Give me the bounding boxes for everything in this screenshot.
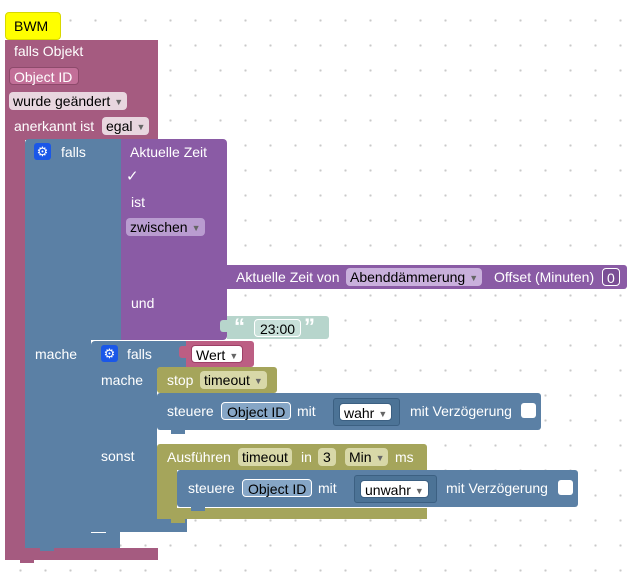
quote-open-icon: “ [234, 314, 245, 339]
control-true-tab [171, 429, 185, 434]
variable-connector [179, 346, 187, 358]
control-false-with-label: mit [318, 480, 337, 496]
time-compare-block[interactable] [121, 139, 227, 340]
text-value-field[interactable]: 23:00 [254, 319, 302, 337]
astro-event-text: Abenddämmerung [350, 269, 466, 285]
control-false-label: steuere [188, 480, 235, 496]
control-true-delay-label: mit Verzögerung [410, 403, 512, 419]
time-current-label: Aktuelle Zeit [130, 144, 208, 160]
control-false-object-id-text: Object ID [248, 481, 307, 497]
run-after-bottom [157, 508, 427, 519]
control-true-object-id-text: Object ID [227, 404, 286, 420]
if-inner-if-label: falls [127, 346, 152, 362]
if-outer-spine [25, 340, 91, 540]
gear-icon[interactable]: ⚙ [34, 143, 51, 160]
run-after-timer-dropdown[interactable]: timeout [238, 448, 292, 466]
if-outer-tab [40, 546, 54, 551]
control-false-delay-label: mit Verzögerung [446, 480, 548, 496]
control-true-with-label: mit [297, 403, 316, 419]
run-after-unit-text: Min [349, 449, 372, 465]
comment-text: BWM [14, 18, 49, 34]
time-mode-dropdown[interactable]: zwischen▼ [126, 218, 205, 236]
chevron-down-icon: ▼ [469, 273, 479, 283]
stop-label: stop [167, 372, 194, 388]
astro-event-dropdown[interactable]: Abenddämmerung▼ [346, 268, 483, 286]
trigger-bottom-bar [5, 548, 158, 560]
if-outer-block[interactable] [25, 139, 122, 340]
chevron-down-icon: ▼ [253, 376, 263, 386]
quote-close-icon: ” [304, 314, 315, 339]
astro-label: Aktuelle Zeit von [236, 269, 340, 285]
run-after-tab [171, 518, 185, 523]
control-false-tab [191, 506, 205, 511]
text-value: 23:00 [260, 321, 296, 337]
run-after-amount-field[interactable]: 3 [318, 448, 336, 466]
chevron-down-icon: ▼ [375, 453, 385, 463]
run-after-in-label: in [301, 449, 312, 465]
trigger-object-id[interactable]: Object ID [9, 67, 79, 85]
trigger-tab [20, 558, 34, 563]
astro-offset-text: 0 [607, 270, 615, 286]
run-after-timer-text: timeout [242, 449, 288, 465]
control-false-value-dropdown[interactable]: unwahr▼ [360, 480, 429, 498]
trigger-ack-text: egal [106, 118, 133, 134]
run-after-ms-label: ms [395, 449, 414, 465]
control-true-value-text: wahr [344, 405, 375, 421]
run-after-unit-dropdown[interactable]: Min▼ [345, 448, 389, 466]
if-outer-do-label: mache [35, 346, 78, 362]
if-inner-spine [91, 369, 157, 519]
run-after-label: Ausführen [167, 449, 231, 465]
time-is-label: ist [131, 194, 145, 210]
comment-bubble[interactable]: BWM [5, 12, 61, 40]
if-outer-if-label: falls [61, 144, 86, 160]
chevron-down-icon: ▼ [191, 223, 201, 233]
variable-dropdown[interactable]: Wert▼ [191, 345, 244, 363]
trigger-ack-label: anerkannt ist [14, 118, 95, 134]
if-inner-else-label: sonst [101, 448, 135, 464]
astro-offset-field[interactable]: 0 [602, 268, 620, 286]
control-true-label: steuere [167, 403, 214, 419]
gear-icon[interactable]: ⚙ [101, 345, 118, 362]
run-after-spine [157, 470, 177, 510]
text-connector [220, 320, 228, 332]
astro-offset-label: Offset (Minuten) [494, 269, 595, 285]
if-inner-tab [106, 530, 120, 535]
time-and-label: und [131, 295, 155, 311]
time-mode-text: zwischen [130, 219, 188, 235]
control-true-delay-checkbox[interactable] [521, 403, 536, 418]
trigger-spine [5, 140, 25, 550]
astro-connector [220, 269, 228, 281]
control-true-object-id[interactable]: Object ID [221, 402, 292, 420]
if-inner-bottom [91, 517, 187, 532]
run-after-amount-text: 3 [323, 449, 331, 465]
chevron-down-icon: ▼ [378, 409, 388, 419]
trigger-changed-text: wurde geändert [13, 93, 111, 109]
stop-timer-text: timeout [204, 372, 250, 388]
control-true-value-dropdown[interactable]: wahr▼ [339, 403, 393, 421]
trigger-object-id-text: Object ID [14, 69, 73, 85]
stop-timer-dropdown[interactable]: timeout▼ [200, 371, 267, 389]
control-false-object-id[interactable]: Object ID [242, 479, 313, 497]
chevron-down-icon: ▼ [229, 351, 239, 361]
chevron-down-icon: ▼ [414, 486, 424, 496]
if-inner-do-label: mache [101, 372, 144, 388]
trigger-changed-dropdown[interactable]: wurde geändert▼ [9, 92, 128, 110]
chevron-down-icon: ▼ [136, 122, 146, 132]
chevron-down-icon: ▼ [114, 97, 124, 107]
trigger-label: falls Objekt [14, 43, 84, 59]
variable-text: Wert [196, 347, 226, 363]
control-false-value-text: unwahr [365, 482, 411, 498]
trigger-ack-dropdown[interactable]: egal▼ [102, 117, 150, 135]
if-outer-bottom [25, 533, 120, 548]
checkbox[interactable]: ✓ [126, 168, 139, 185]
control-false-delay-checkbox[interactable] [558, 480, 573, 495]
